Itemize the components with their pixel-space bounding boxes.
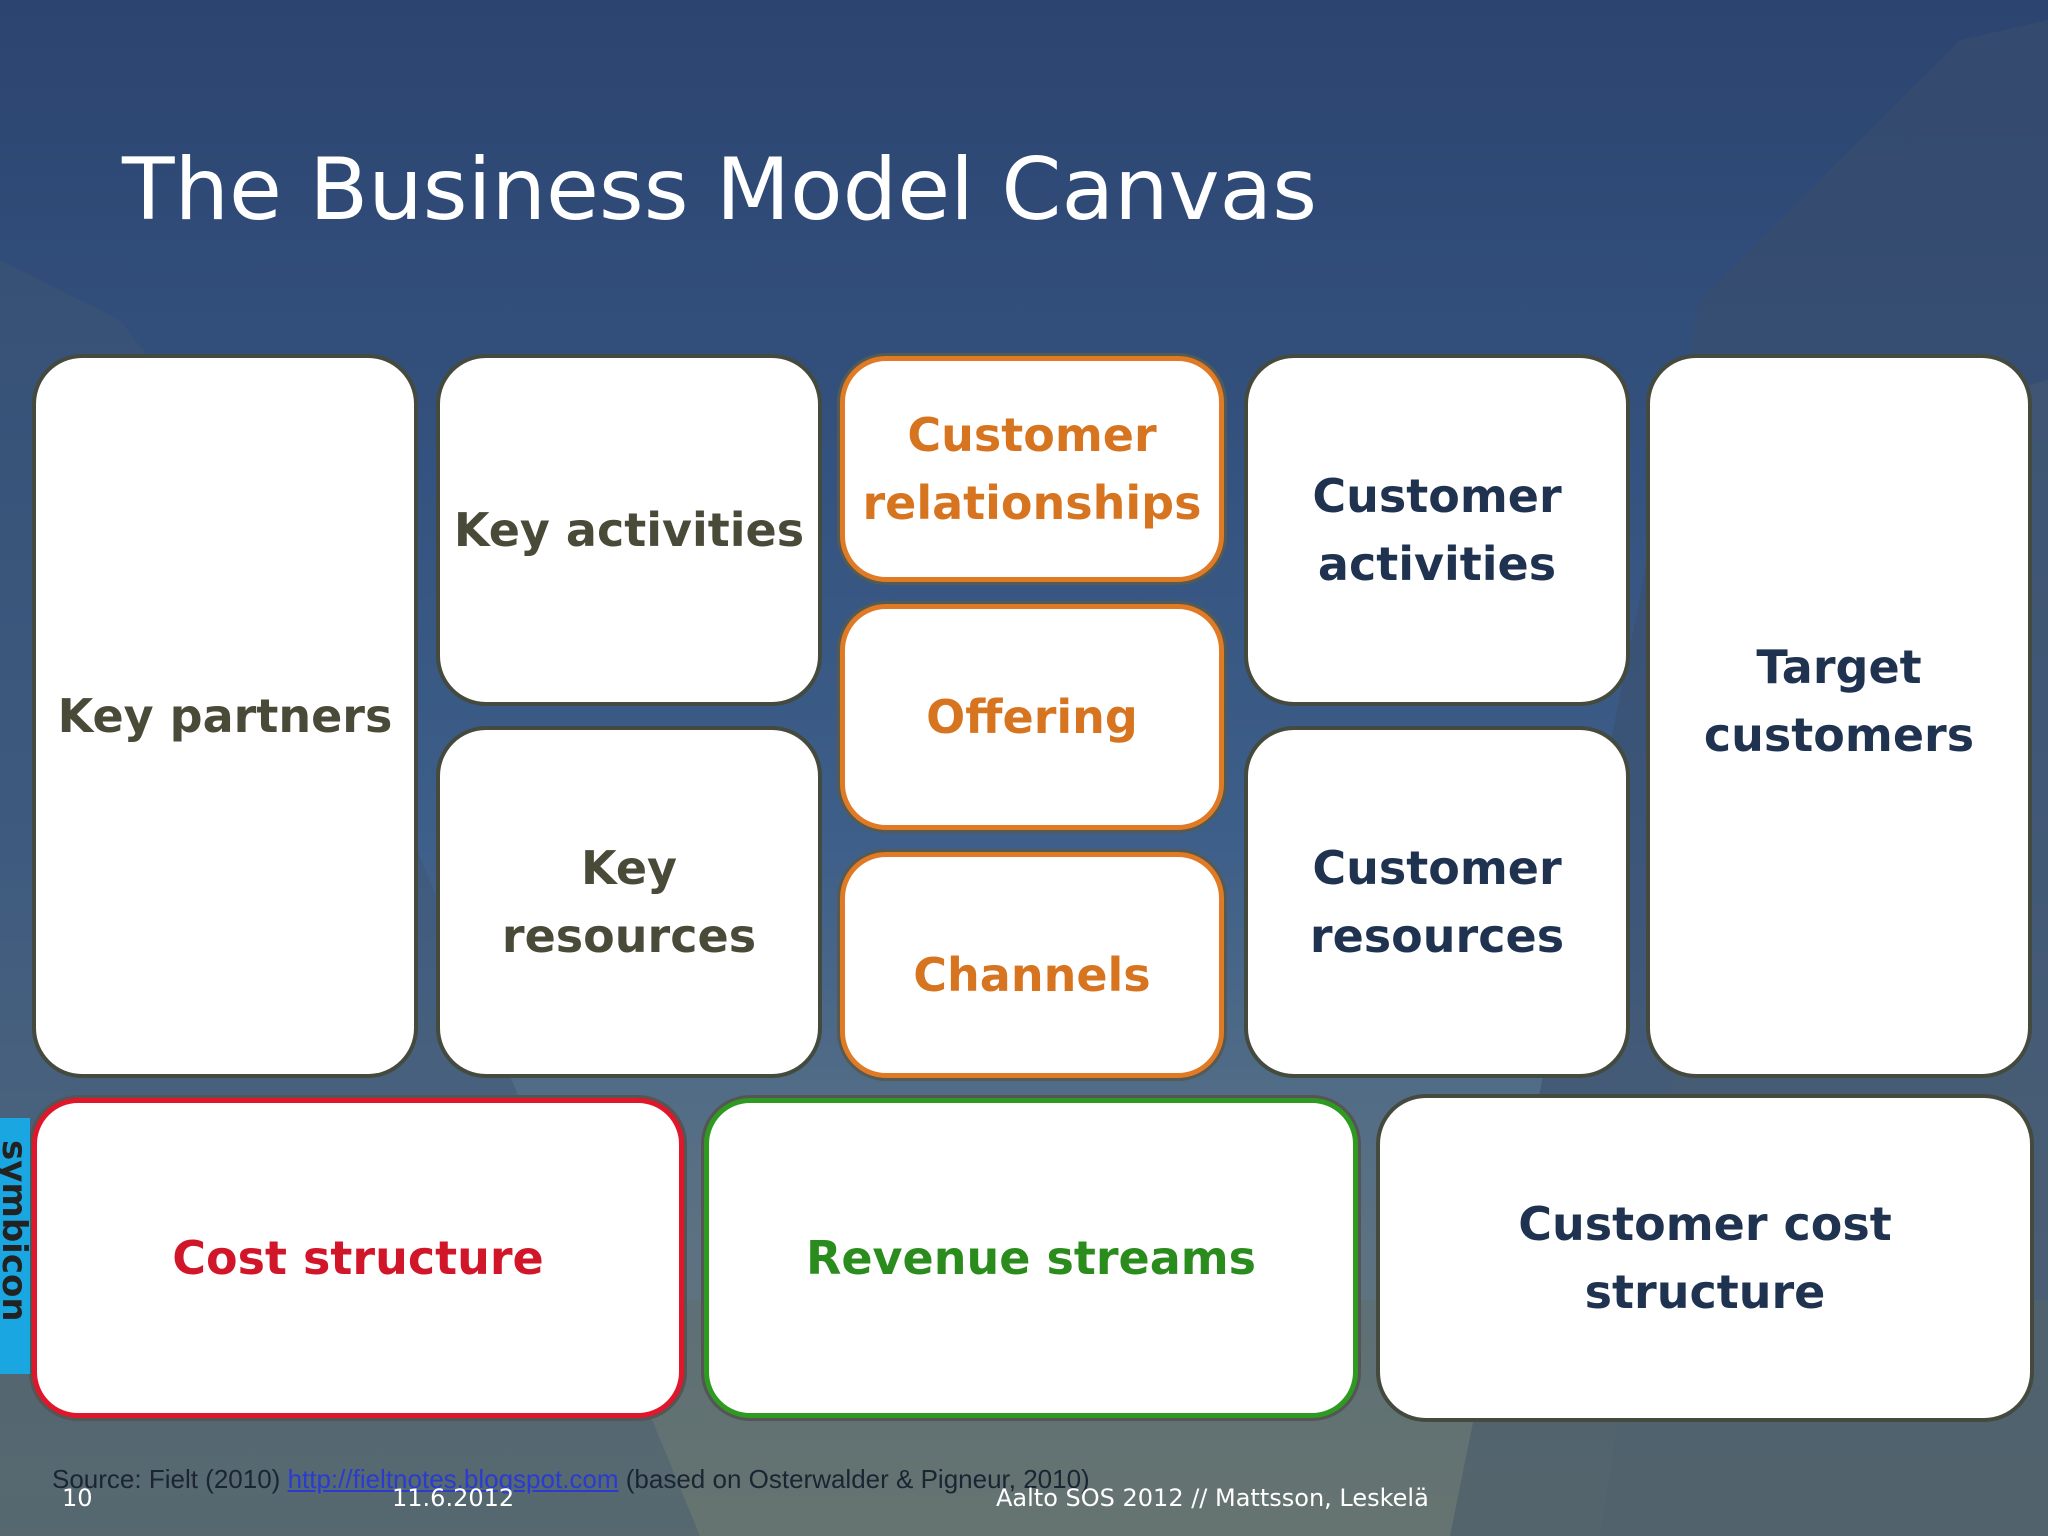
slide-title: The Business Model Canvas (122, 140, 1318, 240)
key-activities-label: Key activities (453, 503, 805, 557)
key-resources-box: Key resources (440, 730, 818, 1074)
customer-relationships-label: Customer relationships (862, 408, 1202, 530)
customer-resources-box: Customer resources (1248, 730, 1626, 1074)
revenue-streams-box: Revenue streams (704, 1098, 1358, 1418)
target-customers-label: Target customers (1703, 640, 1975, 762)
offering-label: Offering (926, 690, 1138, 744)
key-activities-box: Key activities (440, 358, 818, 702)
slide-date: 11.6.2012 (392, 1484, 515, 1512)
source-link[interactable]: http://fieltnotes.blogspot.com (287, 1464, 619, 1494)
slide-number: 10 (62, 1484, 93, 1512)
source-prefix: Source: Fielt (2010) (52, 1464, 281, 1494)
revenue-streams-label: Revenue streams (805, 1231, 1257, 1285)
offering-box: Offering (840, 604, 1224, 830)
source-citation: Source: Fielt (2010) http://fieltnotes.b… (52, 1464, 1090, 1495)
symbicon-logo-text: symbicon (0, 1140, 30, 1322)
cost-structure-box: Cost structure (32, 1098, 684, 1418)
key-resources-label: Key resources (501, 841, 757, 963)
cost-structure-label: Cost structure (172, 1231, 544, 1285)
channels-box: Channels (840, 852, 1224, 1078)
channels-label: Channels (913, 948, 1151, 1002)
customer-relationships-box: Customer relationships (840, 356, 1224, 582)
symbicon-logo-tab: symbicon (0, 1118, 30, 1374)
customer-cost-structure-label: Customer cost structure (1518, 1197, 1892, 1319)
slide-footer: Aalto SOS 2012 // Mattsson, Leskelä (996, 1484, 1429, 1512)
customer-cost-structure-box: Customer cost structure (1380, 1098, 2030, 1418)
customer-activities-label: Customer activities (1312, 469, 1562, 591)
key-partners-box: Key partners (36, 358, 414, 1074)
source-suffix: (based on Osterwalder & Pigneur, 2010) (625, 1464, 1090, 1494)
customer-resources-label: Customer resources (1309, 841, 1565, 963)
key-partners-label: Key partners (57, 689, 393, 743)
target-customers-box: Target customers (1650, 358, 2028, 1074)
customer-activities-box: Customer activities (1248, 358, 1626, 702)
